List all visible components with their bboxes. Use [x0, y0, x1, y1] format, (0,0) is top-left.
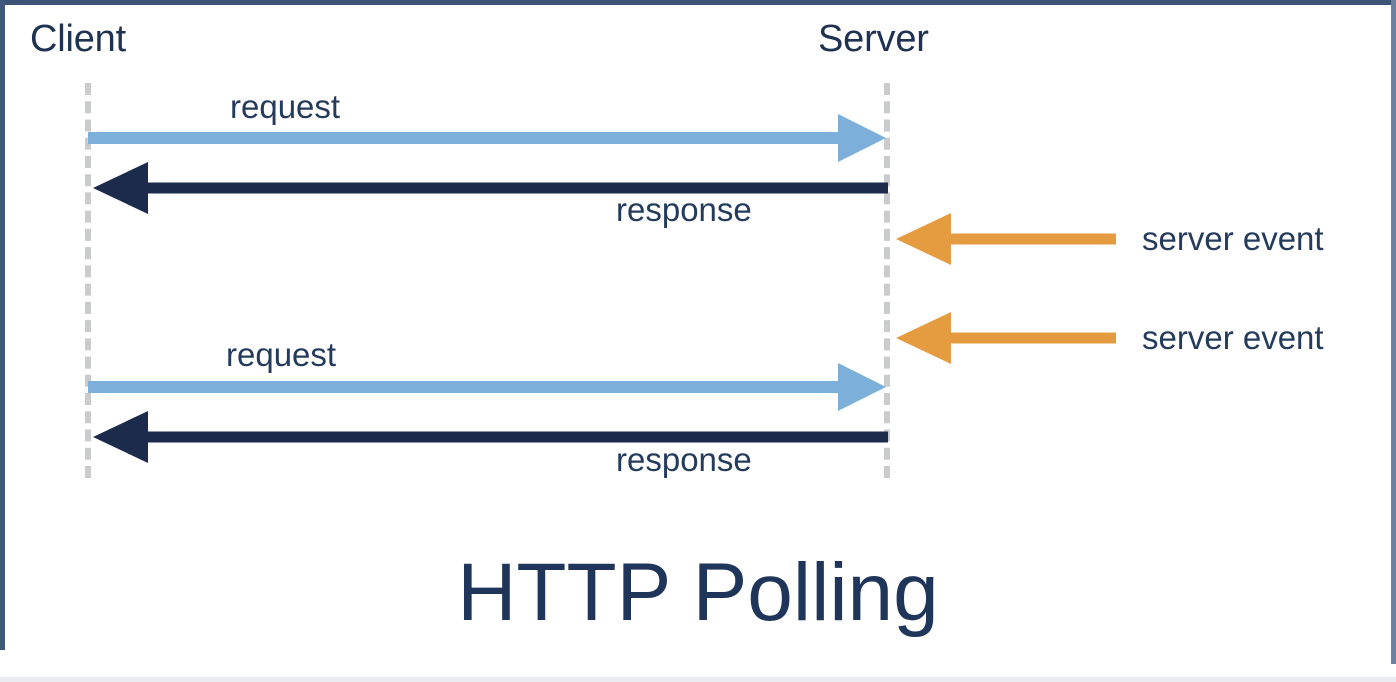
frame-border-left — [0, 0, 5, 650]
arrow-head-right-icon — [838, 363, 886, 411]
lifeline-server — [884, 83, 890, 478]
arrow-shaft-response-1 — [140, 182, 888, 194]
message-label-response-2: response — [616, 441, 752, 478]
arrow-head-left-icon — [896, 312, 951, 364]
frame-border-right — [1391, 0, 1396, 664]
diagram-title: HTTP Polling — [457, 547, 939, 638]
message-label-response-1: response — [616, 191, 752, 228]
message-label-request-2: request — [226, 336, 337, 373]
arrow-shaft-request-2 — [88, 381, 840, 393]
arrow-head-right-icon — [838, 114, 886, 162]
arrow-shaft-server-event-2 — [948, 332, 1116, 344]
message-label-server-event-2: server event — [1142, 319, 1324, 356]
message-label-server-event-1: server event — [1142, 220, 1324, 257]
frame-border-top — [0, 0, 1396, 5]
frame-border-bottom — [0, 677, 1396, 682]
lifeline-client — [85, 83, 91, 478]
message-label-request-1: request — [230, 88, 341, 125]
arrow-shaft-server-event-1 — [948, 233, 1116, 245]
arrow-shaft-request-1 — [88, 132, 840, 144]
arrow-head-left-icon — [93, 162, 148, 214]
arrow-head-left-icon — [896, 213, 951, 265]
arrow-head-left-icon — [93, 411, 148, 463]
arrow-shaft-response-2 — [140, 431, 888, 443]
lifeline-label-server: Server — [818, 18, 929, 60]
lifeline-label-client: Client — [30, 18, 126, 60]
